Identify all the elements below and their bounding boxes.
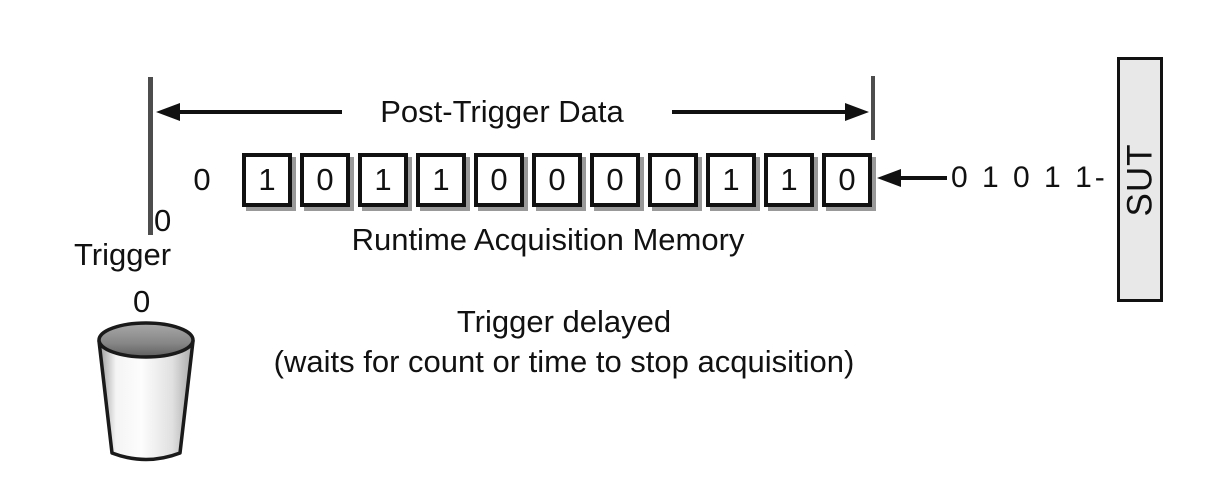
shifted-out-bit: 0 (193, 162, 211, 197)
memory-cell-row: 1 0 1 1 0 0 0 0 1 1 0 (242, 153, 872, 207)
memory-cell: 0 (300, 153, 350, 207)
caption-line1: Trigger delayed (456, 304, 672, 339)
memory-cell: 1 (416, 153, 466, 207)
incoming-arrow-line (897, 176, 947, 180)
memory-cell: 1 (242, 153, 292, 207)
trigger-delayed-caption: Trigger delayed (waits for count or time… (190, 302, 938, 382)
runtime-acquisition-memory-label: Runtime Acquisition Memory (351, 222, 745, 257)
incoming-arrowhead-icon (877, 169, 901, 187)
left-arrowhead-icon (156, 103, 180, 121)
caption-line2: (waits for count or time to stop acquisi… (273, 344, 855, 379)
sut-box: SUT (1117, 57, 1163, 302)
incoming-bit-stream: 0 1 0 1 1- (951, 161, 1108, 194)
post-trigger-arrow-right (672, 110, 848, 114)
memory-end-tick (871, 76, 875, 140)
memory-cell: 1 (358, 153, 408, 207)
sut-label: SUT (1120, 143, 1159, 216)
right-arrowhead-icon (845, 103, 869, 121)
memory-cell: 1 (706, 153, 756, 207)
memory-cell: 0 (822, 153, 872, 207)
trash-bucket-icon (97, 321, 195, 462)
trigger-reference-line (148, 77, 153, 235)
memory-cell: 0 (648, 153, 698, 207)
memory-cell: 0 (590, 153, 640, 207)
trigger-line-bit: 0 (154, 203, 172, 238)
post-trigger-arrow-left (174, 110, 342, 114)
memory-cell: 1 (764, 153, 814, 207)
memory-cell: 0 (474, 153, 524, 207)
trigger-label: Trigger (74, 237, 172, 272)
post-trigger-data-label: Post-Trigger Data (380, 94, 624, 129)
memory-cell: 0 (532, 153, 582, 207)
discarded-bit: 0 (133, 284, 151, 319)
